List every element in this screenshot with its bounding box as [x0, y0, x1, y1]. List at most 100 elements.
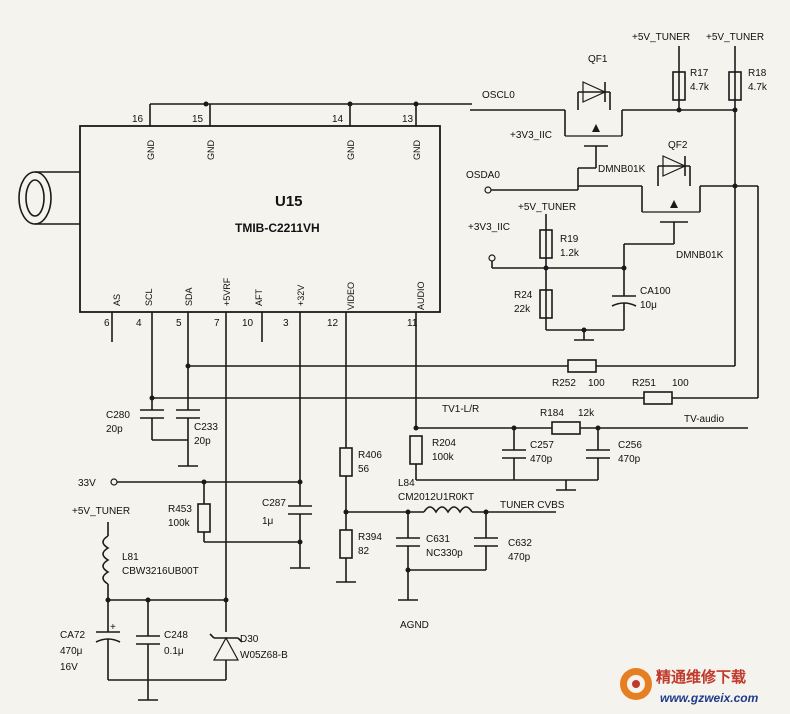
r204-resistor	[409, 435, 423, 465]
r19-val: 1.2k	[560, 248, 580, 259]
r24-resistor	[539, 289, 553, 319]
r394-ref: R394	[358, 532, 382, 543]
ca100-capacitor	[611, 268, 637, 330]
bottom-pin-10: 10 AFT	[242, 288, 264, 342]
r18-resistor	[728, 71, 742, 101]
d30-ref: D30	[240, 634, 259, 645]
svg-text:VIDEO: VIDEO	[346, 282, 356, 310]
svg-text:GND: GND	[146, 140, 156, 161]
ca100-ref: CA100	[640, 286, 671, 297]
r406-val: 56	[358, 464, 370, 475]
c248-val: 0.1μ	[164, 646, 184, 657]
r184-val: 12k	[578, 408, 595, 419]
svg-text:13: 13	[402, 114, 414, 125]
c257-val: 470p	[530, 454, 553, 465]
qf2-ref: QF2	[668, 140, 688, 151]
watermark-logo: 精通维修下载 www.gzweix.com	[620, 668, 759, 705]
svg-text:3: 3	[283, 318, 289, 329]
c632-ref: C632	[508, 538, 532, 549]
c233-ref: C233	[194, 422, 218, 433]
c233-val: 20p	[194, 436, 211, 447]
c287-capacitor	[288, 482, 312, 568]
l84-part: CM2012U1R0KT	[398, 492, 474, 503]
r19-supply: +5V_TUNER	[518, 202, 576, 213]
l84-inductor	[423, 506, 473, 514]
l84-ref: L84	[398, 478, 415, 489]
svg-text:10: 10	[242, 318, 254, 329]
r184-resistor	[551, 421, 581, 435]
net-tuner-cvbs: TUNER CVBS	[500, 500, 565, 511]
watermark-url: www.gzweix.com	[660, 691, 759, 705]
c257-ref: C257	[530, 440, 554, 451]
c631-capacitor	[396, 512, 420, 570]
svg-text:15: 15	[192, 114, 204, 125]
l81-supply: +5V_TUNER	[72, 506, 130, 517]
svg-text:5: 5	[176, 318, 182, 329]
r18-supply: +5V_TUNER	[706, 32, 764, 43]
bottom-pin-12: 12 VIDEO	[327, 282, 356, 448]
svg-text:GND: GND	[206, 140, 216, 161]
v33-terminal	[488, 254, 496, 262]
svg-text:AFT: AFT	[254, 288, 264, 306]
r453-val: 100k	[168, 518, 191, 529]
r184-ref: R184	[540, 408, 564, 419]
osda-terminal	[484, 186, 492, 194]
r204-val: 100k	[432, 452, 455, 463]
c256-ref: C256	[618, 440, 642, 451]
qf1-part: DMNB01K	[598, 164, 646, 175]
ic-u15-body	[79, 125, 441, 313]
net-osda0: OSDA0	[466, 170, 500, 181]
l81-inductor	[102, 535, 110, 585]
bottom-pin-3: 3 +32V	[283, 285, 306, 482]
c256-capacitor	[586, 428, 610, 480]
r24-ref: R24	[514, 290, 533, 301]
c631-ref: C631	[426, 534, 450, 545]
svg-text:+5VRF: +5VRF	[222, 277, 232, 306]
r251-resistor	[643, 391, 673, 405]
c632-capacitor	[474, 512, 498, 570]
l81-part: CBW3216UB00T	[122, 566, 199, 577]
c280-capacitor	[140, 398, 164, 440]
svg-text:11: 11	[407, 318, 418, 329]
svg-text:GND: GND	[412, 140, 422, 161]
c248-ref: C248	[164, 630, 188, 641]
d30-zener-diode	[209, 633, 243, 680]
net-agnd: AGND	[400, 620, 429, 631]
svg-text:4: 4	[136, 318, 142, 329]
c257-capacitor	[502, 428, 526, 480]
svg-text:+: +	[110, 622, 116, 633]
svg-text:+32V: +32V	[296, 285, 306, 306]
l81-ref: L81	[122, 552, 139, 563]
ca72-volt: 16V	[60, 662, 78, 673]
c248-capacitor	[136, 600, 160, 680]
d30-part: W05Z68-B	[240, 650, 288, 661]
v33-input-terminal	[110, 478, 118, 486]
ic-designator: U15	[275, 193, 303, 210]
top-pin-16: 16 GND	[132, 104, 156, 160]
svg-text:SCL: SCL	[144, 288, 154, 306]
r252-resistor	[567, 359, 597, 373]
bottom-pin-6: 6 AS	[104, 294, 122, 342]
r453-resistor	[197, 503, 211, 533]
bottom-pin-11: 11 AUDIO	[407, 281, 426, 398]
r406-ref: R406	[358, 450, 382, 461]
r17-resistor	[672, 71, 686, 101]
svg-text:12: 12	[327, 318, 339, 329]
c287-ref: C287	[262, 498, 286, 509]
qf2-part: DMNB01K	[676, 250, 724, 261]
ca72-val: 470μ	[60, 646, 83, 657]
c233-capacitor	[176, 409, 200, 440]
ca72-ref: CA72	[60, 630, 85, 641]
r252-val: 100	[588, 378, 605, 389]
r406-resistor	[339, 447, 353, 477]
net-tv-audio: TV-audio	[684, 414, 724, 425]
r394-resistor	[339, 529, 353, 559]
r394-val: 82	[358, 546, 370, 557]
r19-resistor	[539, 229, 553, 259]
svg-text:GND: GND	[346, 140, 356, 161]
svg-text:14: 14	[332, 114, 344, 125]
r18-ref: R18	[748, 68, 767, 79]
c280-val: 20p	[106, 424, 123, 435]
qf1-ref: QF1	[588, 54, 608, 65]
